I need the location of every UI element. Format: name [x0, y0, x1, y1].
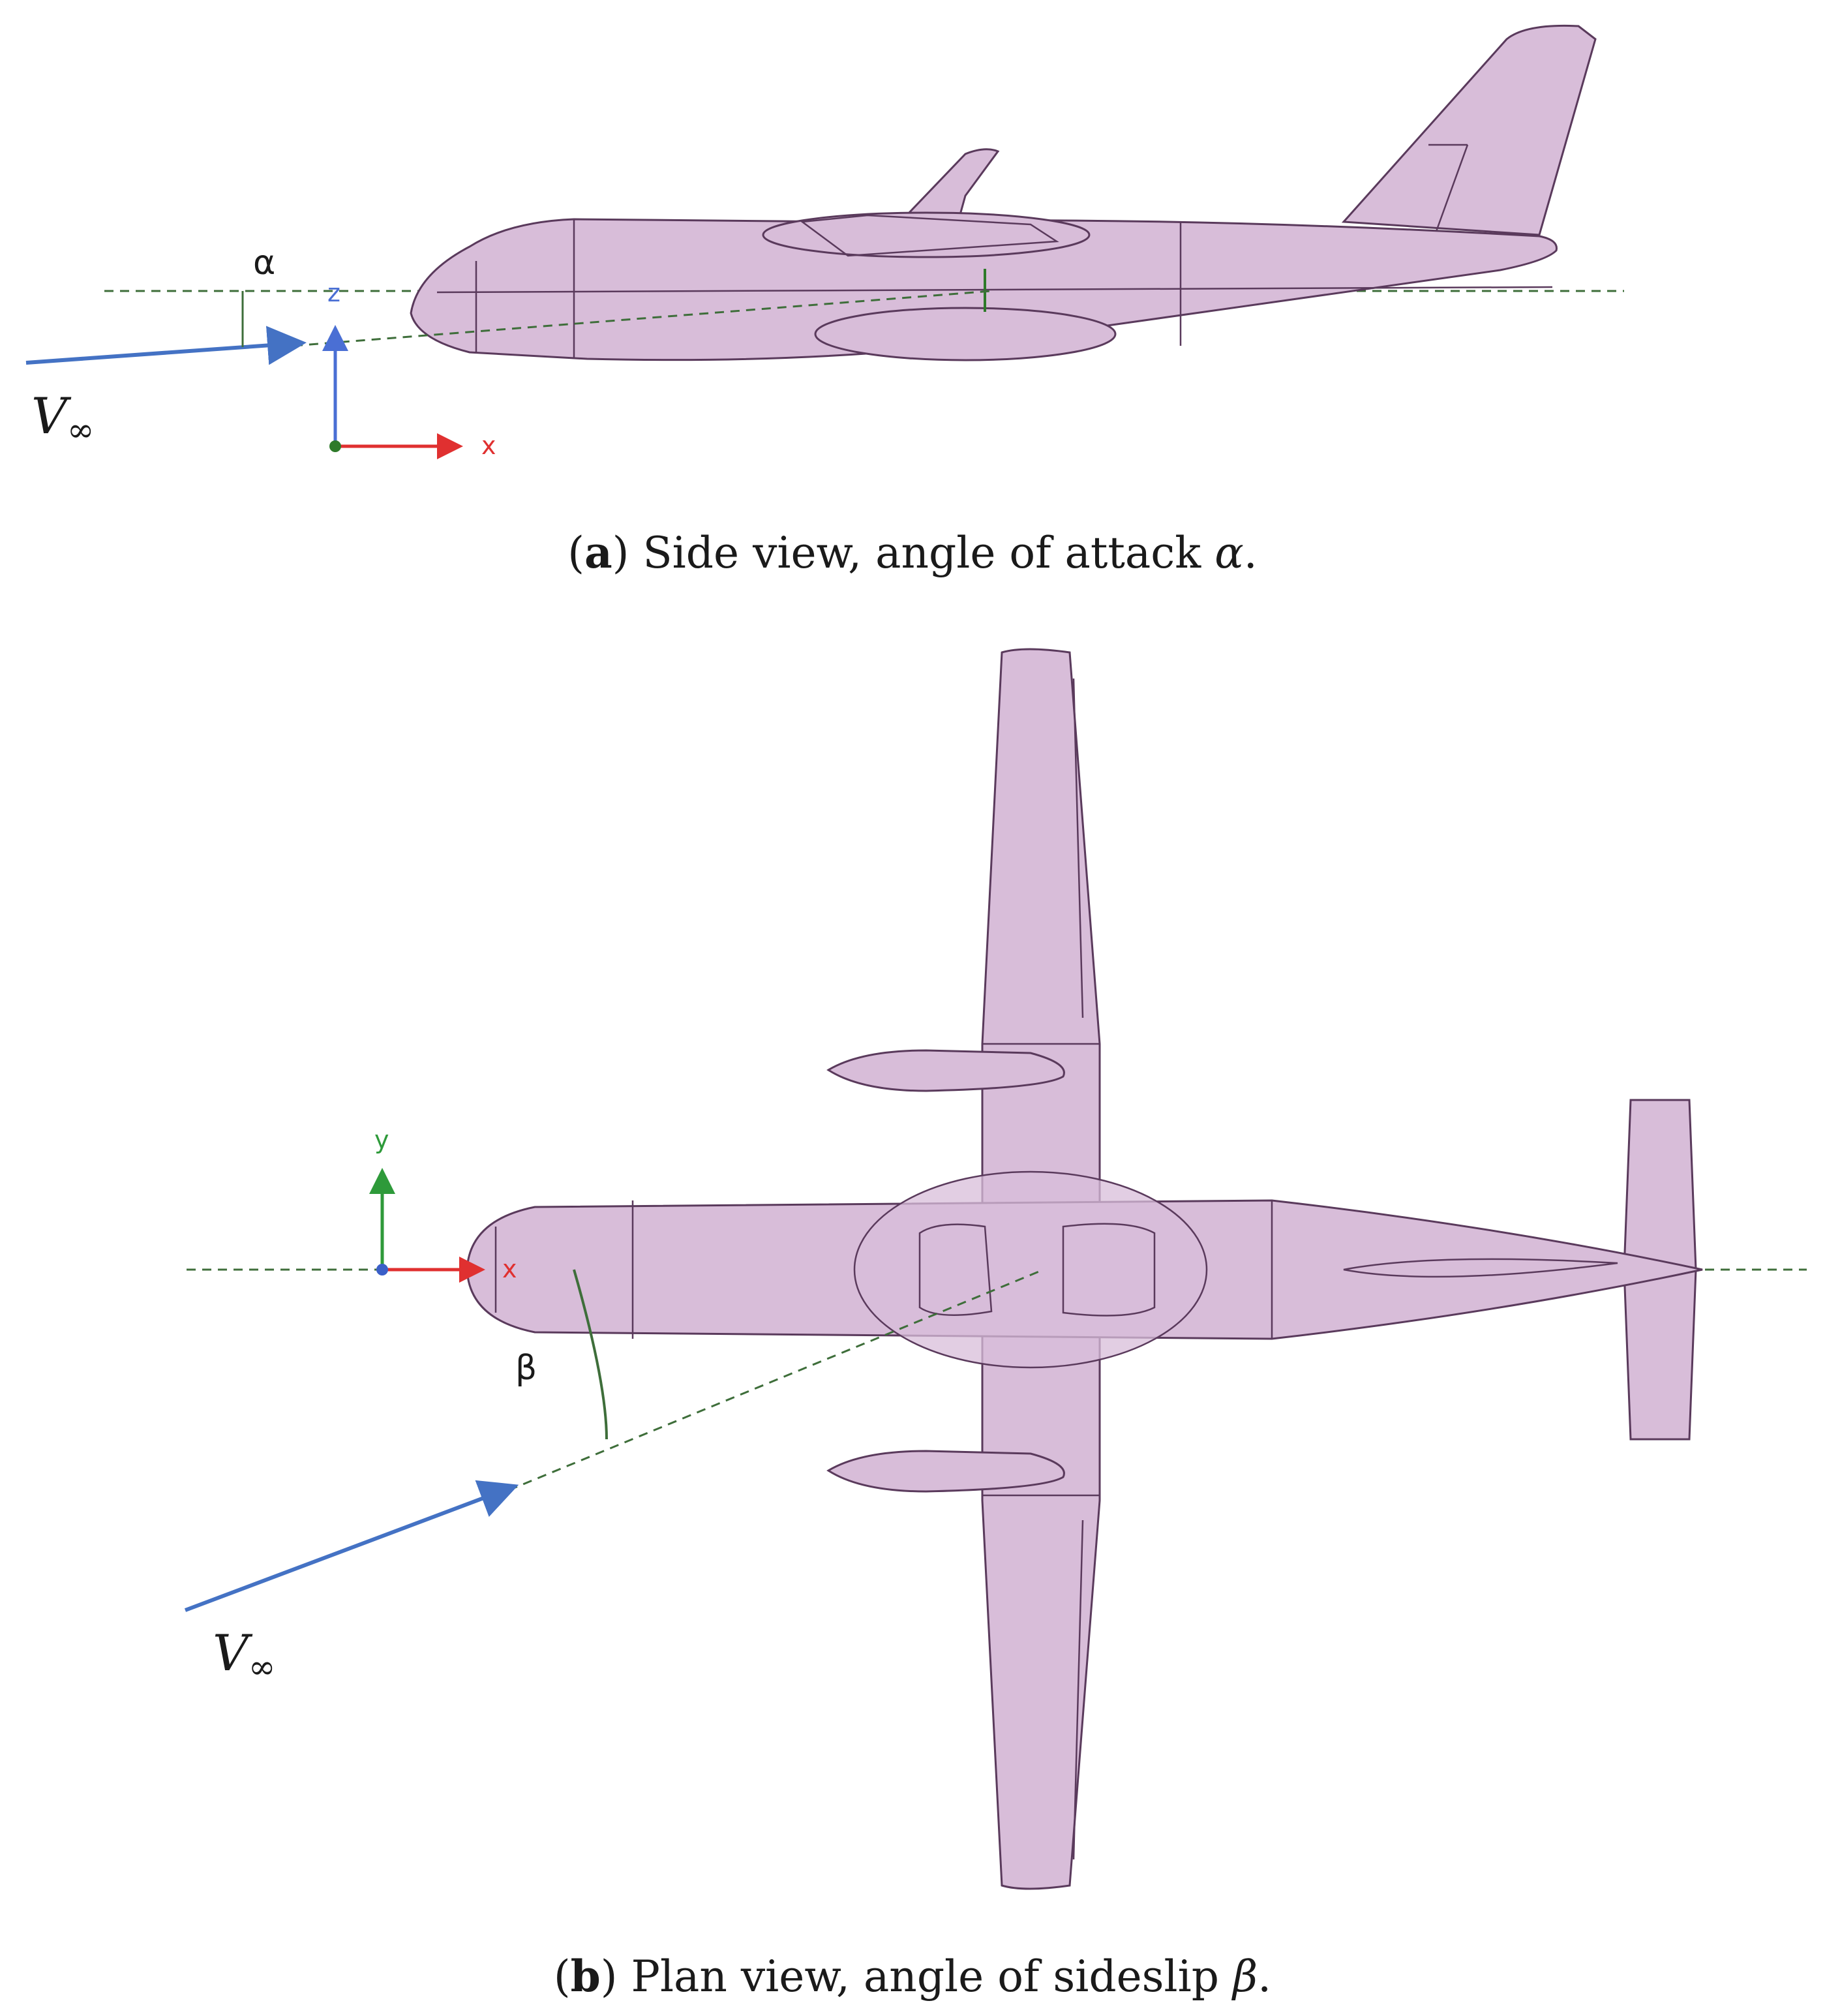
caption-b: (b) Plan view, angle of sideslip β.: [553, 1951, 1272, 2002]
belly-fairing: [814, 307, 1117, 361]
aircraft-plan-view: [466, 648, 1703, 1890]
z-axis-label: z: [327, 279, 340, 307]
alpha-symbol: α: [253, 243, 275, 283]
freestream-arrow: [25, 326, 307, 365]
beta-symbol: β: [515, 1349, 537, 1388]
side-axes-triad: z x: [322, 279, 496, 460]
wing-root-fairing: [853, 1170, 1208, 1369]
freestream-direction-line: [293, 290, 992, 347]
plan-axes-triad: y x: [369, 1125, 517, 1283]
nacelle-upper: [826, 1049, 1065, 1092]
x-axis-label-plan: x: [502, 1255, 517, 1283]
vertical-tail: [1341, 24, 1597, 236]
beta-angle-arc: [573, 1269, 608, 1440]
caption-a: (a) Side view, angle of attack α.: [567, 527, 1258, 578]
plan-view-panel: β V∞ y x: [184, 648, 1807, 1890]
freestream-arrow-plan: [184, 1480, 519, 1612]
side-view-panel: α V∞ z x: [25, 24, 1624, 460]
wing-side: [904, 148, 1000, 221]
freestream-label-plan: V∞: [213, 1624, 276, 1686]
nacelle-lower: [826, 1450, 1065, 1493]
sideslip-direction-line: [508, 1268, 1044, 1491]
aircraft-side-view: [410, 24, 1597, 361]
y-axis-label: y: [374, 1125, 389, 1154]
freestream-label: V∞: [31, 387, 95, 449]
x-axis-label: x: [481, 431, 496, 460]
